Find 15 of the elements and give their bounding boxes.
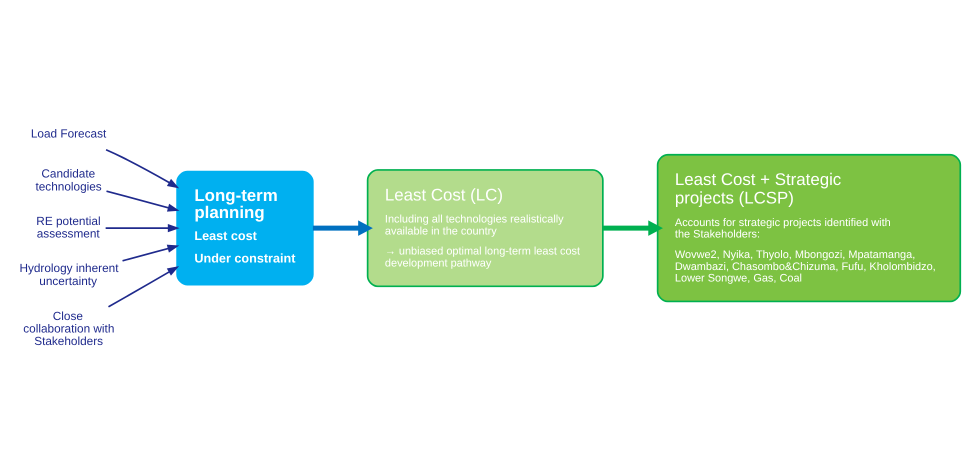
node-text: Load Forecast (30, 126, 106, 140)
node-text: Hydrology inherent uncertainty (19, 260, 118, 288)
arrow (312, 220, 373, 236)
node-text: Close collaboration with Stakeholders (23, 308, 114, 348)
arrow (122, 244, 180, 262)
arrow (108, 266, 180, 308)
node-box: Long-term planning Least cost Under constraint (176, 170, 314, 285)
node-text: Candidate technologies (35, 166, 102, 193)
arrow (603, 220, 663, 236)
arrow (106, 223, 180, 232)
node-text: RE potential assessment (36, 213, 101, 240)
node-box: Least Cost (LC) Including all technologies realistically available in the country → unbiased optimal long-term least cost development pathway (366, 168, 604, 287)
arrow (106, 148, 180, 188)
node-box: Least Cost + Strategic projects (LCSP) Accounts for strategic projects identified with the Stakeholders: Wovwe2, Nyika, Thyolo, Mbongozi, Mpatamanga, Dwambazi, Chasombo&Chizuma, Fufu, Kholombidzo, Lower Songwe, Gas, Coal (656, 153, 962, 302)
arrow (106, 190, 180, 212)
